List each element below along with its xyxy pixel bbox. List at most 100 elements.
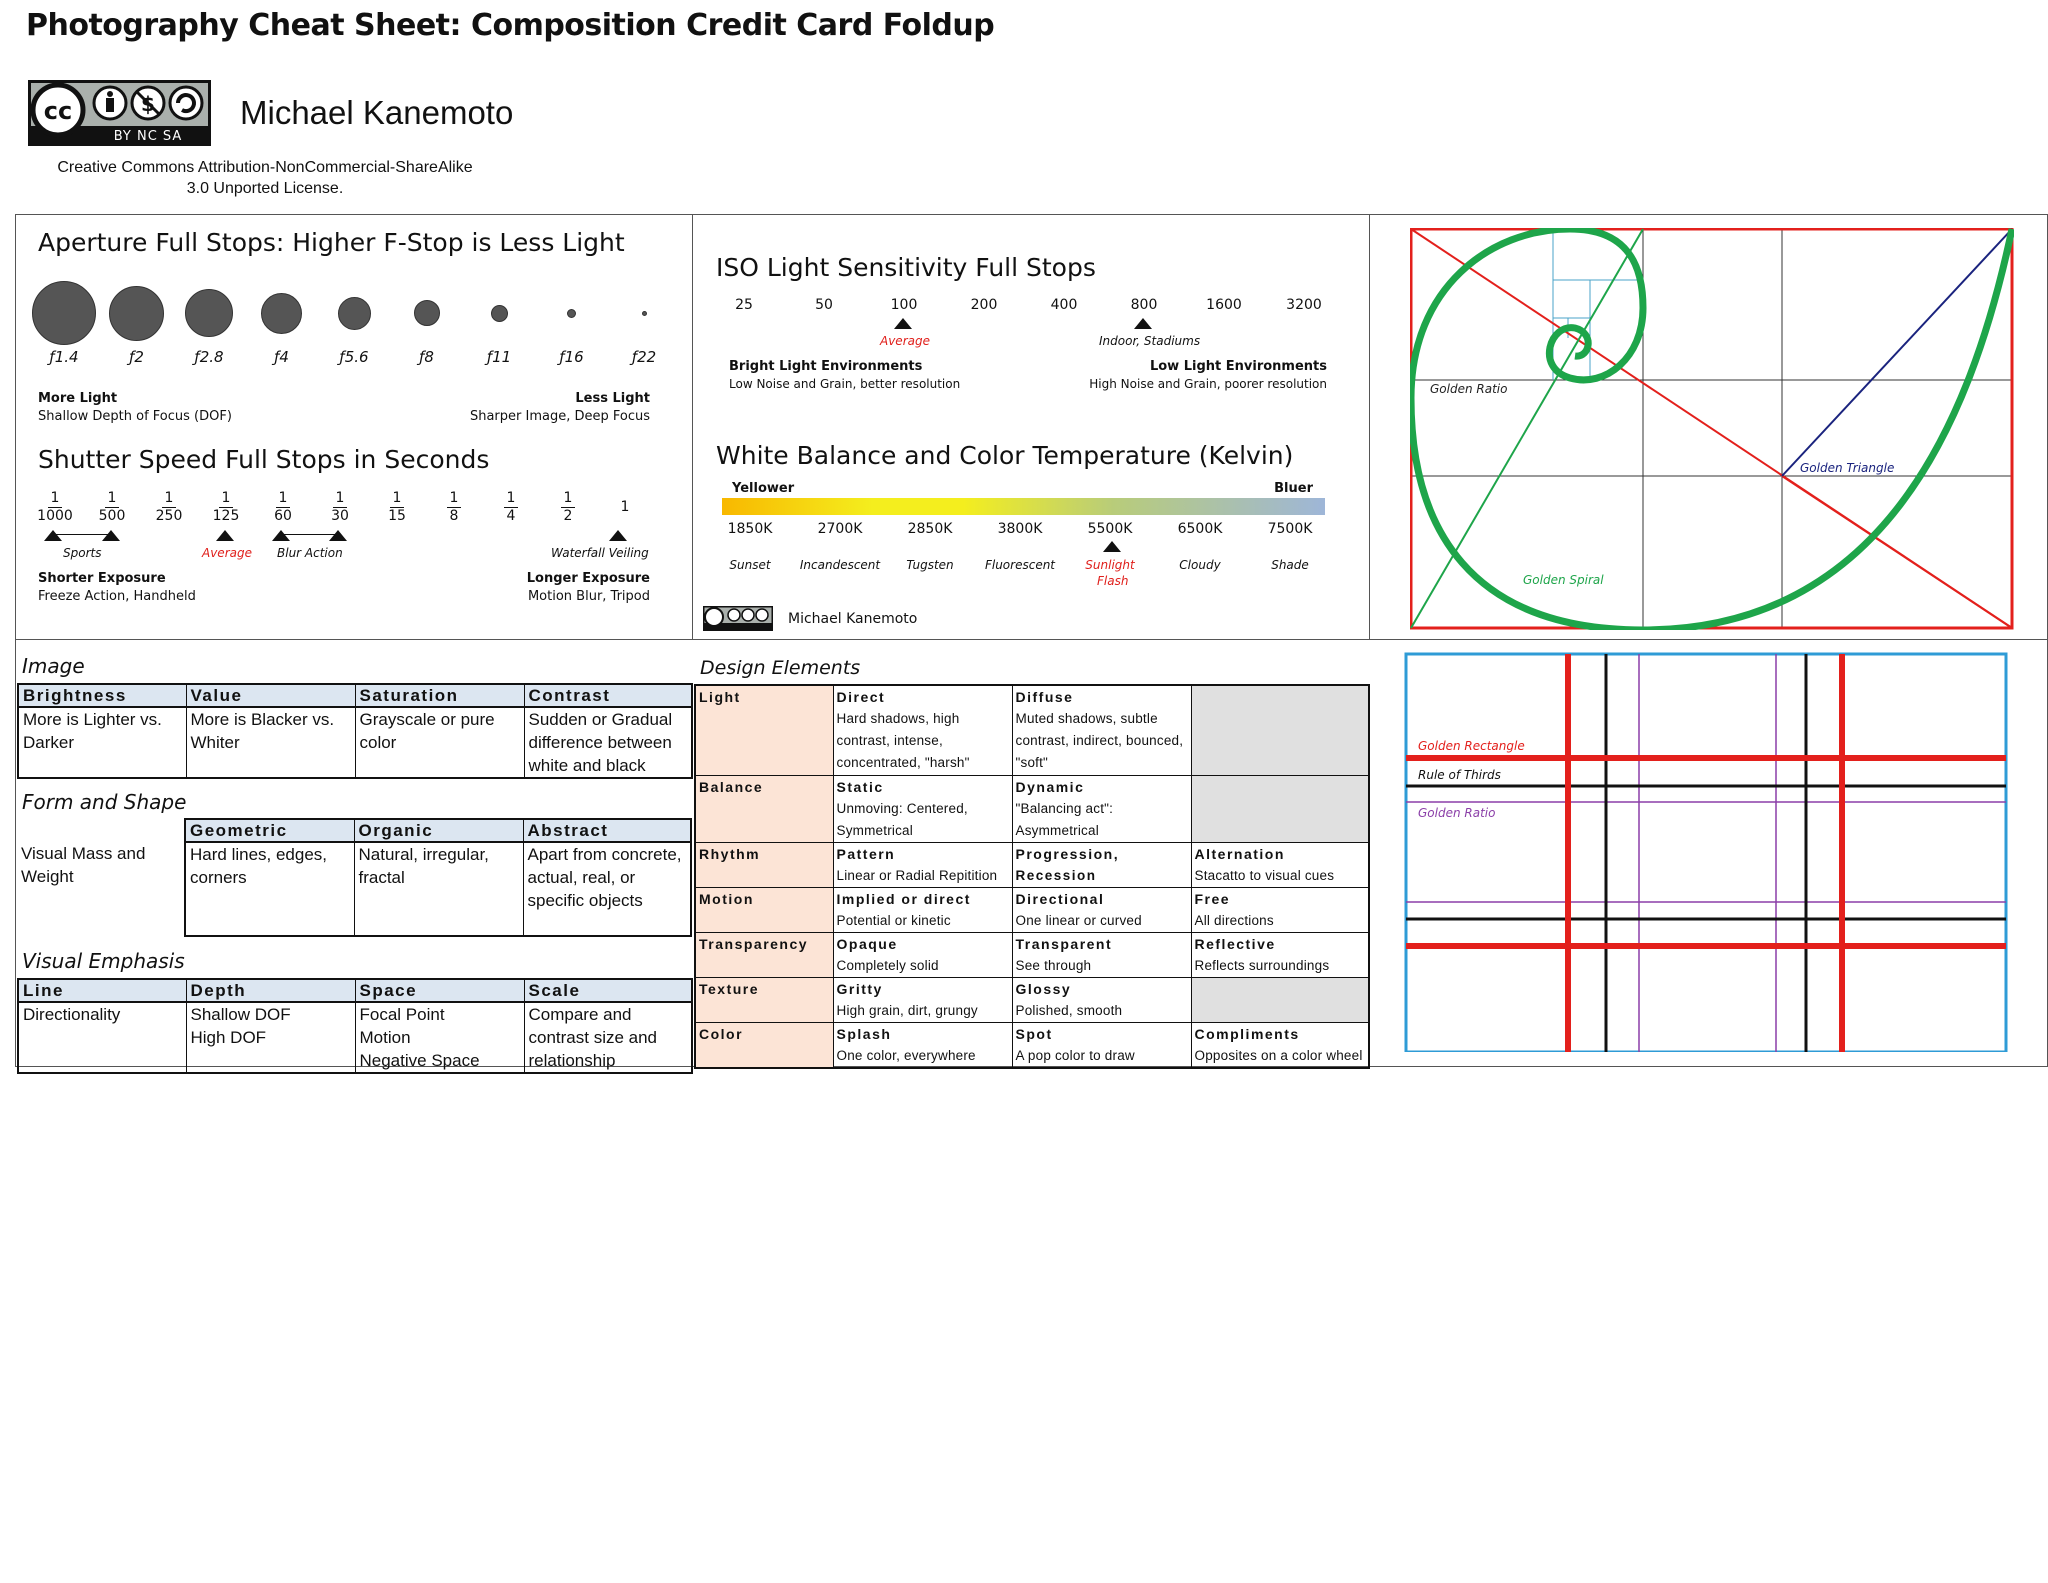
shutter-numerator: 1 — [275, 490, 291, 508]
image-cell-brightness: More is Lighter vs. Darker — [17, 706, 187, 779]
design-cell-desc: All directions — [1194, 912, 1274, 928]
sports-range-line — [53, 534, 111, 535]
golden-ratio-label: Golden Ratio — [1430, 382, 1507, 396]
shutter-stop: 1 — [605, 499, 645, 516]
iso-stop-label: 3200 — [1286, 297, 1322, 313]
emphasis-depth-line-1: Shallow DOF — [190, 1005, 291, 1024]
cc-license-badge: cc $ BY NC SA — [28, 80, 211, 146]
shutter-denominator: 1000 — [37, 508, 73, 524]
shutter-denominator: 4 — [506, 508, 516, 524]
emphasis-cell-line: Directionality — [17, 1001, 187, 1074]
design-row-label: Color — [694, 1021, 834, 1068]
design-row-label: Transparency — [694, 931, 834, 978]
wb-temp-label: 1850K — [727, 521, 773, 537]
wb-source-label: Shade — [1271, 558, 1309, 572]
wb-flash-label: Flash — [1097, 574, 1129, 588]
rule-of-thirds-label: Rule of Thirds — [1418, 768, 1501, 782]
blur-action-label: Blur Action — [277, 546, 343, 560]
aperture-stop-label: ƒ5.6 — [339, 348, 369, 366]
design-cell-desc: Stacatto to visual cues — [1194, 867, 1335, 883]
design-cell-desc: Completely solid — [836, 957, 939, 973]
aperture-circle — [567, 308, 576, 318]
grid-golden-ratio-label: Golden Ratio — [1418, 806, 1495, 820]
design-cell-empty — [1190, 684, 1370, 776]
aperture-left-bold: More Light — [38, 391, 118, 406]
wb-bluer-label: Bluer — [1274, 481, 1313, 496]
shutter-numerator: 1 — [218, 490, 234, 508]
wb-source-label: Incandescent — [799, 558, 881, 572]
design-cell-desc: One color, everywhere — [836, 1047, 976, 1063]
design-cell-desc: See through — [1015, 957, 1092, 973]
design-cell-title: Splash — [836, 1025, 892, 1042]
form-header-geometric: Geometric — [184, 818, 355, 843]
design-row-label: Motion — [694, 886, 834, 933]
design-cell-title: Progression, — [1015, 845, 1120, 862]
emphasis-header-space: Space — [354, 978, 525, 1003]
emphasis-space-line-1: Focal Point — [359, 1005, 445, 1024]
image-cell-value: More is Blacker vs. Whiter — [185, 706, 356, 779]
emphasis-line-text: Directionality — [23, 1005, 121, 1024]
shutter-denominator: 2 — [563, 508, 573, 524]
design-cell-title: Compliments — [1194, 1025, 1300, 1042]
design-cell-empty — [1190, 976, 1370, 1023]
iso-average-label: Average — [880, 334, 930, 348]
design-cell-title: Glossy — [1015, 980, 1072, 997]
design-cell-title: Implied or direct — [836, 890, 971, 907]
shutter-left-text: Freeze Action, Handheld — [38, 589, 196, 604]
image-header-value: Value — [185, 683, 356, 708]
design-row-label: Rhythm — [694, 841, 834, 888]
iso-stop-label: 50 — [815, 297, 833, 313]
wb-source-label: Fluorescent — [984, 558, 1056, 572]
wb-temp-label: 2700K — [817, 521, 863, 537]
design-cell-desc: Recession — [1015, 867, 1097, 883]
design-cell: Progression, Recession — [1011, 841, 1192, 888]
image-header-contrast: Contrast — [523, 683, 693, 708]
wb-source-label: Tugsten — [906, 558, 954, 572]
waterfall-label: Waterfall Veiling — [551, 546, 649, 560]
design-cell-title: Gritty — [836, 980, 883, 997]
aperture-title: Aperture Full Stops: Higher F-Stop is Le… — [38, 228, 625, 257]
iso-right-bold: Low Light Environments — [1149, 359, 1327, 374]
form-table: Geometric Organic Abstract Visual Mass a… — [17, 818, 692, 937]
image-header-brightness: Brightness — [17, 683, 187, 708]
aperture-stop-label: ƒ2 — [129, 348, 144, 366]
wb-yellower-label: Yellower — [732, 481, 795, 496]
wb-temp-label: 5500K — [1087, 521, 1133, 537]
wb-temp-label: 7500K — [1267, 521, 1313, 537]
design-cell-desc: High grain, dirt, grungy — [836, 1002, 978, 1018]
aperture-right-text: Sharper Image, Deep Focus — [469, 409, 650, 424]
shutter-denominator: 500 — [98, 508, 126, 524]
wb-source-label: Sunset — [729, 558, 771, 572]
design-row-label: Light — [694, 684, 834, 776]
design-cell-title: Dynamic — [1015, 778, 1085, 795]
emphasis-space-line-2: Motion — [359, 1028, 411, 1047]
image-cell-saturation: Grayscale or pure color — [354, 706, 525, 779]
golden-triangle-label: Golden Triangle — [1800, 461, 1894, 475]
shutter-denominator: 125 — [212, 508, 240, 524]
design-cell-title: Diffuse — [1015, 689, 1074, 705]
shutter-numerator: 1 — [47, 490, 63, 508]
shutter-numerator: 1 — [560, 490, 576, 508]
aperture-left-text: Shallow Depth of Focus (DOF) — [38, 409, 232, 424]
iso-stop-label: 1600 — [1206, 297, 1242, 313]
wb-title: White Balance and Color Temperature (Kel… — [716, 441, 1294, 470]
design-cell-title: Opaque — [836, 935, 898, 952]
design-cell-desc: One linear or curved — [1015, 912, 1142, 928]
